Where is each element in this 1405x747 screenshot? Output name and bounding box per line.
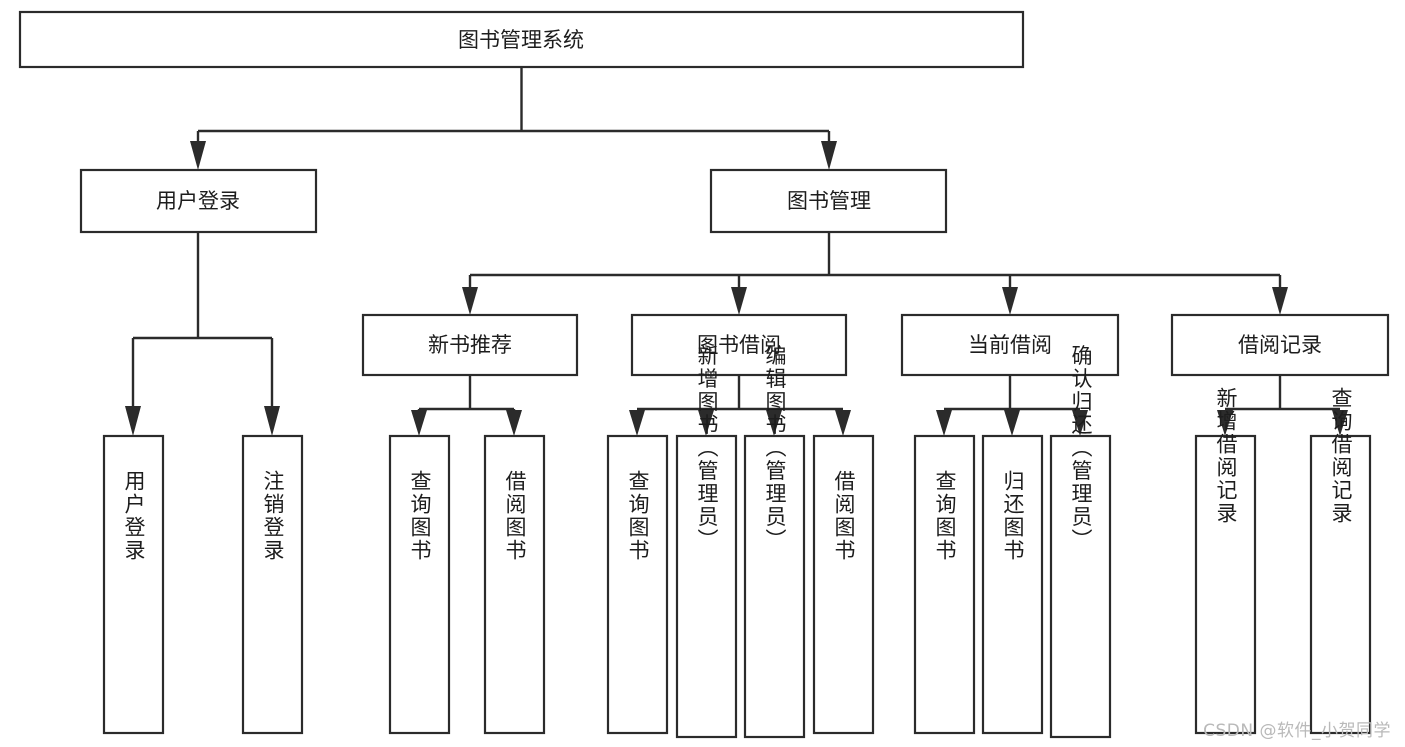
node-book-management-label: 图书管理 [787, 189, 871, 213]
node-book-borrow-label: 图书借阅 [697, 333, 781, 357]
node-new-book-recommend[interactable]: 新书推荐 [361, 313, 579, 377]
node-root[interactable]: 图书管理系统 [18, 10, 1025, 69]
node-book-management-box[interactable] [709, 168, 948, 234]
node-leaf-user-login[interactable]: 用户登录 [102, 434, 165, 735]
node-leaf-confirm-return-admin-box[interactable] [1049, 434, 1112, 739]
node-leaf-query-borrow-record-box[interactable] [1309, 434, 1372, 735]
node-leaf-add-borrow-record-label: 新增借阅记录 [1214, 387, 1238, 525]
arrow-head-leaf-add-book-admin [698, 410, 714, 436]
arrow-head-leaf-query-borrow-record [1332, 410, 1348, 436]
node-leaf-borrow-book-2-box[interactable] [812, 434, 875, 735]
arrow-head-leaf-borrow-book-1 [506, 410, 522, 436]
node-current-borrow-label: 当前借阅 [968, 333, 1052, 357]
arrow-head-leaf-return-book [1004, 410, 1020, 436]
node-new-book-recommend-box[interactable] [361, 313, 579, 377]
node-leaf-return-book-label: 归还图书 [1001, 470, 1025, 562]
node-leaf-user-login-box[interactable] [102, 434, 165, 735]
node-leaf-query-book-2-box[interactable] [606, 434, 669, 735]
arrow-head-leaf-user-login [125, 406, 141, 436]
node-user-login-box[interactable] [79, 168, 318, 234]
node-book-borrow-box[interactable] [630, 313, 848, 377]
node-leaf-return-book-box[interactable] [981, 434, 1044, 735]
node-leaf-logout-login-label: 注销登录 [261, 470, 285, 562]
node-leaf-query-book-1-box[interactable] [388, 434, 451, 735]
node-leaf-logout-login[interactable]: 注销登录 [241, 434, 304, 735]
node-leaf-add-borrow-record[interactable]: 新增借阅记录 [1194, 387, 1257, 735]
arrow-head-current-borrow [1002, 287, 1018, 315]
node-leaf-query-book-3-box[interactable] [913, 434, 976, 735]
node-leaf-query-book-1-label: 查询图书 [408, 470, 432, 562]
node-leaf-borrow-book-1[interactable]: 借阅图书 [483, 434, 546, 735]
node-leaf-confirm-return-admin-label: 确认归还（管理员） [1069, 345, 1093, 552]
arrow-head-book-management [821, 141, 837, 170]
node-leaf-borrow-book-1-box[interactable] [483, 434, 546, 735]
node-leaf-logout-login-box[interactable] [241, 434, 304, 735]
node-leaf-user-login-label: 用户登录 [122, 470, 146, 562]
arrow-head-leaf-add-borrow-record [1217, 410, 1233, 436]
arrow-head-leaf-query-book-3 [936, 410, 952, 436]
node-leaf-add-book-admin[interactable]: 新增图书（管理员） [675, 345, 738, 739]
node-leaf-query-book-3[interactable]: 查询图书 [913, 434, 976, 735]
node-borrow-record-box[interactable] [1170, 313, 1390, 377]
node-leaf-confirm-return-admin[interactable]: 确认归还（管理员） [1049, 345, 1112, 739]
arrow-head-new-book-recommend [462, 287, 478, 315]
arrow-head-leaf-confirm-return-admin [1072, 410, 1088, 436]
node-leaf-edit-book-admin-box[interactable] [743, 434, 806, 739]
node-leaf-add-book-admin-box[interactable] [675, 434, 738, 739]
node-root-box[interactable] [18, 10, 1025, 69]
node-leaf-query-borrow-record-label: 查询借阅记录 [1329, 387, 1353, 525]
node-user-login-label: 用户登录 [156, 189, 240, 213]
node-root-label: 图书管理系统 [458, 28, 584, 52]
node-book-management[interactable]: 图书管理 [709, 168, 948, 234]
node-user-login[interactable]: 用户登录 [79, 168, 318, 234]
arrow-head-book-borrow [731, 287, 747, 315]
node-leaf-edit-book-admin-label: 编辑图书（管理员） [763, 345, 787, 552]
node-leaf-query-book-2[interactable]: 查询图书 [606, 434, 669, 735]
arrow-head-leaf-edit-book-admin [766, 410, 782, 436]
node-current-borrow-box[interactable] [900, 313, 1120, 377]
node-leaf-borrow-book-2[interactable]: 借阅图书 [812, 434, 875, 735]
node-leaf-edit-book-admin[interactable]: 编辑图书（管理员） [743, 345, 806, 739]
node-borrow-record[interactable]: 借阅记录 [1170, 313, 1390, 377]
node-leaf-borrow-book-2-label: 借阅图书 [832, 470, 856, 562]
node-leaf-query-book-2-label: 查询图书 [626, 470, 650, 562]
node-leaf-add-book-admin-label: 新增图书（管理员） [695, 345, 719, 552]
node-leaf-add-borrow-record-box[interactable] [1194, 434, 1257, 735]
arrow-head-leaf-query-book-1 [411, 410, 427, 436]
node-leaf-query-borrow-record[interactable]: 查询借阅记录 [1309, 387, 1372, 735]
arrow-head-leaf-logout-login [264, 406, 280, 436]
node-book-borrow[interactable]: 图书借阅 [630, 313, 848, 377]
node-leaf-query-book-1[interactable]: 查询图书 [388, 434, 451, 735]
arrow-head-borrow-record [1272, 287, 1288, 315]
node-leaf-return-book[interactable]: 归还图书 [981, 434, 1044, 735]
arrow-head-leaf-query-book-2 [629, 410, 645, 436]
node-current-borrow[interactable]: 当前借阅 [900, 313, 1120, 377]
arrow-head-leaf-borrow-book-2 [835, 410, 851, 436]
arrow-head-user-login [190, 141, 206, 170]
node-borrow-record-label: 借阅记录 [1238, 333, 1322, 357]
node-leaf-borrow-book-1-label: 借阅图书 [503, 470, 527, 562]
connector-layer [125, 67, 1348, 436]
node-new-book-recommend-label: 新书推荐 [428, 333, 512, 357]
node-leaf-query-book-3-label: 查询图书 [933, 470, 957, 562]
